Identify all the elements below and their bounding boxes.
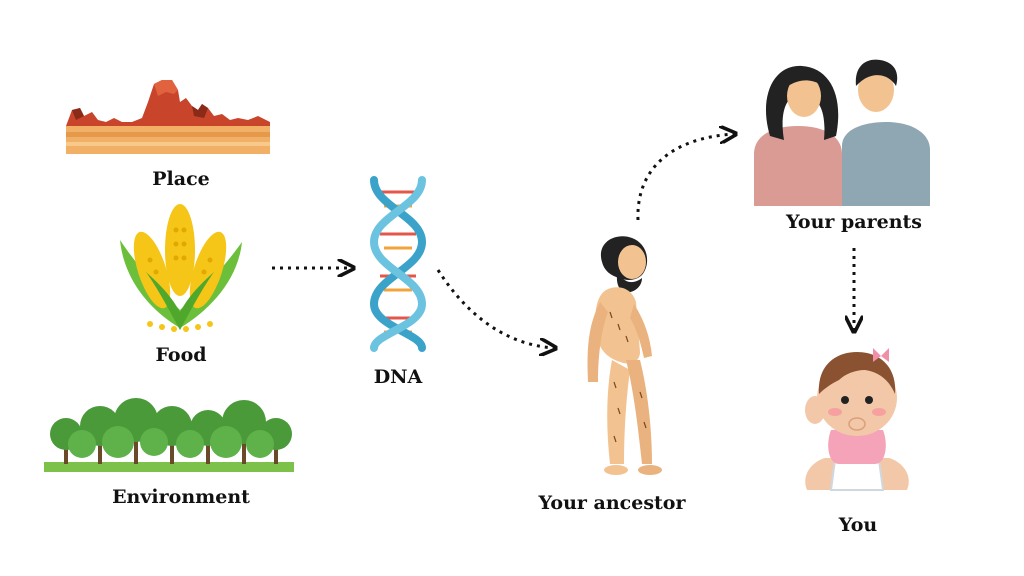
arrow-dna-to-ancestor bbox=[436, 269, 554, 348]
dna-label: DNA bbox=[373, 366, 423, 388]
food-label: Food bbox=[155, 344, 207, 366]
desert-mesa-icon bbox=[66, 80, 270, 154]
parents-icon bbox=[754, 59, 930, 206]
ancestor-label: Your ancestor bbox=[538, 492, 686, 514]
caveman-icon bbox=[587, 236, 662, 475]
baby-icon bbox=[805, 348, 909, 491]
environment-label: Environment bbox=[112, 486, 250, 508]
parents-label: Your parents bbox=[785, 211, 923, 233]
corn-icon bbox=[120, 204, 242, 332]
you-label: You bbox=[838, 514, 878, 536]
dna-helix-icon bbox=[369, 176, 427, 352]
place-label: Place bbox=[152, 168, 210, 190]
forest-icon bbox=[44, 398, 294, 472]
arrow-ancestor-to-parents bbox=[636, 134, 734, 221]
